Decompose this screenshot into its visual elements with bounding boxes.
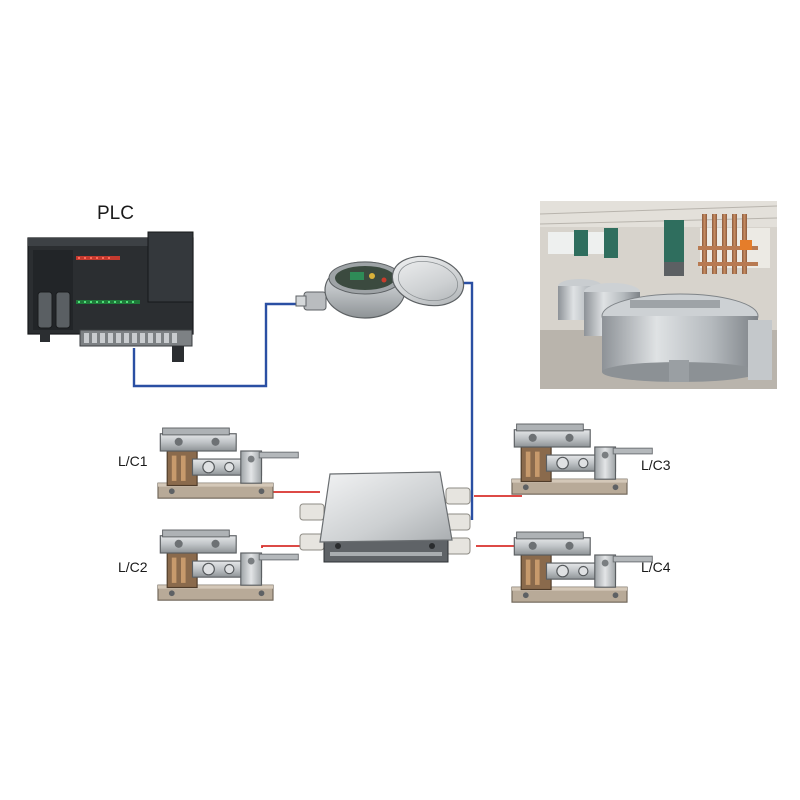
round-junction-box [295, 255, 465, 319]
lc2-wire [261, 545, 300, 548]
plc-label: PLC [97, 203, 134, 224]
lc1-label: L/C1 [118, 453, 148, 469]
factory-tanks-photo [539, 201, 778, 389]
plc-to-round-box-wire [132, 302, 310, 388]
lc4-label: L/C4 [641, 559, 671, 575]
round-box-to-junction-box-wire [458, 281, 474, 520]
load-cell-4 [511, 531, 653, 603]
plc-controller [27, 231, 194, 362]
status-leds [76, 256, 140, 304]
load-cell-1 [157, 427, 299, 499]
lc3-label: L/C3 [641, 457, 671, 473]
lc2-label: L/C2 [118, 559, 148, 575]
junction-box [299, 471, 471, 563]
load-cell-2 [157, 529, 299, 601]
load-cell-3 [511, 423, 653, 495]
